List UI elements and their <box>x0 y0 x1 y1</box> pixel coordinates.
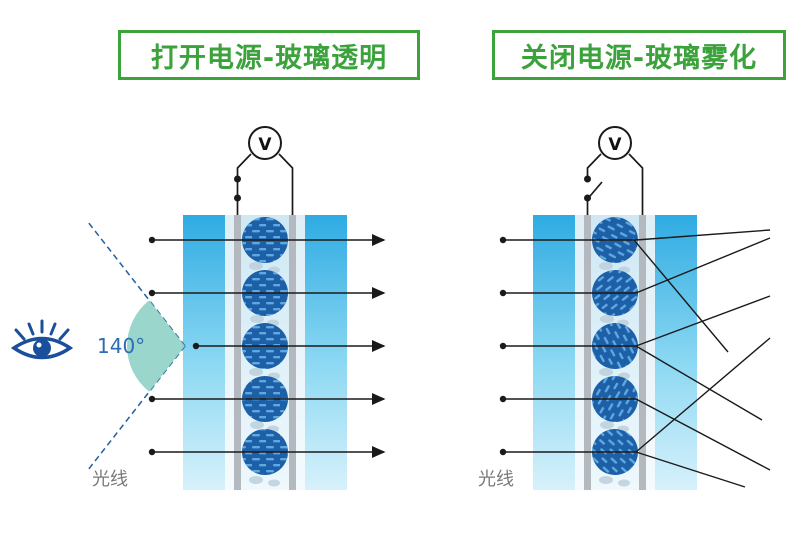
voltmeter-label: V <box>258 135 272 155</box>
panel-title-power-off: 关闭电源-玻璃雾化 <box>492 30 786 80</box>
switch-contact <box>234 194 241 202</box>
panel-title-power-off-label: 关闭电源-玻璃雾化 <box>520 42 758 74</box>
electrode-right-2 <box>639 215 646 490</box>
glass-stack-right <box>533 215 697 490</box>
light-rays-left <box>148 234 386 458</box>
electrode-left-1 <box>234 215 241 490</box>
voltmeter-right: V <box>584 126 644 215</box>
electrode-right-1 <box>584 215 591 490</box>
voltmeter-dial <box>598 126 632 160</box>
viewing-angle-label: 140° <box>97 334 145 358</box>
scattered-rays <box>633 229 771 488</box>
viewing-angle: 140° <box>87 221 186 471</box>
electrode-left-2 <box>289 215 296 490</box>
voltmeter-dial <box>248 126 282 160</box>
voltmeter-label: V <box>608 135 622 155</box>
switch-contact <box>584 194 591 202</box>
switch-contact <box>234 175 241 183</box>
light-label-right: 光线 <box>478 469 514 490</box>
panel-title-power-on: 打开电源-玻璃透明 <box>118 30 420 80</box>
panel-title-power-on-label: 打开电源-玻璃透明 <box>150 42 388 74</box>
light-rays-right <box>499 236 636 456</box>
eye-icon <box>10 319 74 360</box>
light-label-left: 光线 <box>92 469 128 490</box>
angle-wedge <box>127 300 185 392</box>
switch-contact <box>584 175 591 183</box>
voltmeter-left: V <box>234 126 294 215</box>
